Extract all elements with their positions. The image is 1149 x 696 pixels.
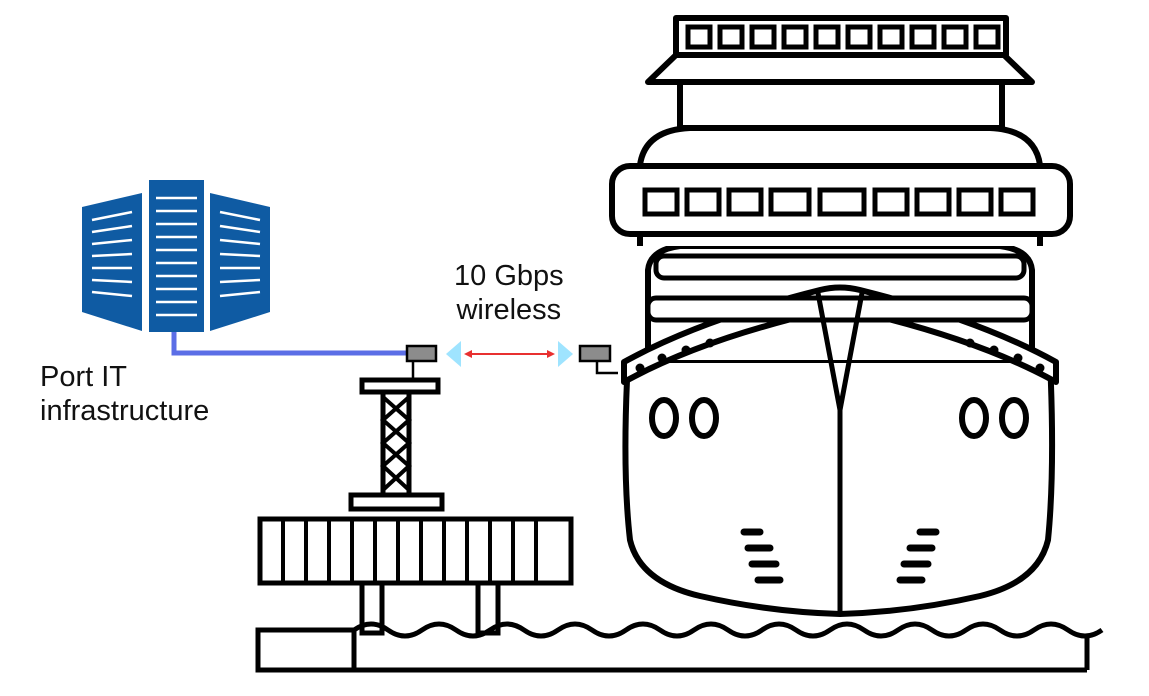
ship-middle-windows — [642, 187, 1036, 217]
port-it-label: Port IT infrastructure — [40, 360, 209, 428]
server-rack-right — [210, 193, 270, 331]
radio-antenna-icon — [405, 344, 438, 380]
ship-vents — [740, 528, 940, 584]
port-it-label-line2: infrastructure — [40, 395, 210, 427]
pier-icon — [257, 516, 574, 636]
wireless-link-label: 10 Gbps wireless — [454, 259, 564, 327]
ship-upper-windows — [685, 24, 1001, 50]
lattice-tower — [348, 377, 445, 512]
ship-radio-unit — [578, 344, 618, 375]
cruise-ship-icon — [609, 15, 1073, 617]
server-rack-icon — [82, 180, 270, 332]
pier-radio-unit — [405, 344, 438, 363]
beam-left — [446, 341, 461, 367]
beam-right — [558, 341, 573, 367]
server-rack-left — [82, 193, 142, 331]
water-icon — [255, 621, 1104, 673]
ship-rivets — [635, 338, 1045, 373]
ship-portholes — [649, 397, 1029, 439]
wireless-link — [446, 341, 573, 367]
network-cable — [171, 332, 408, 356]
server-rack-center — [149, 180, 204, 332]
port-it-label-line1: Port IT — [40, 361, 128, 393]
wireless-link-label-line1: 10 Gbps — [454, 260, 564, 292]
wireless-link-label-line2: wireless — [456, 294, 562, 326]
